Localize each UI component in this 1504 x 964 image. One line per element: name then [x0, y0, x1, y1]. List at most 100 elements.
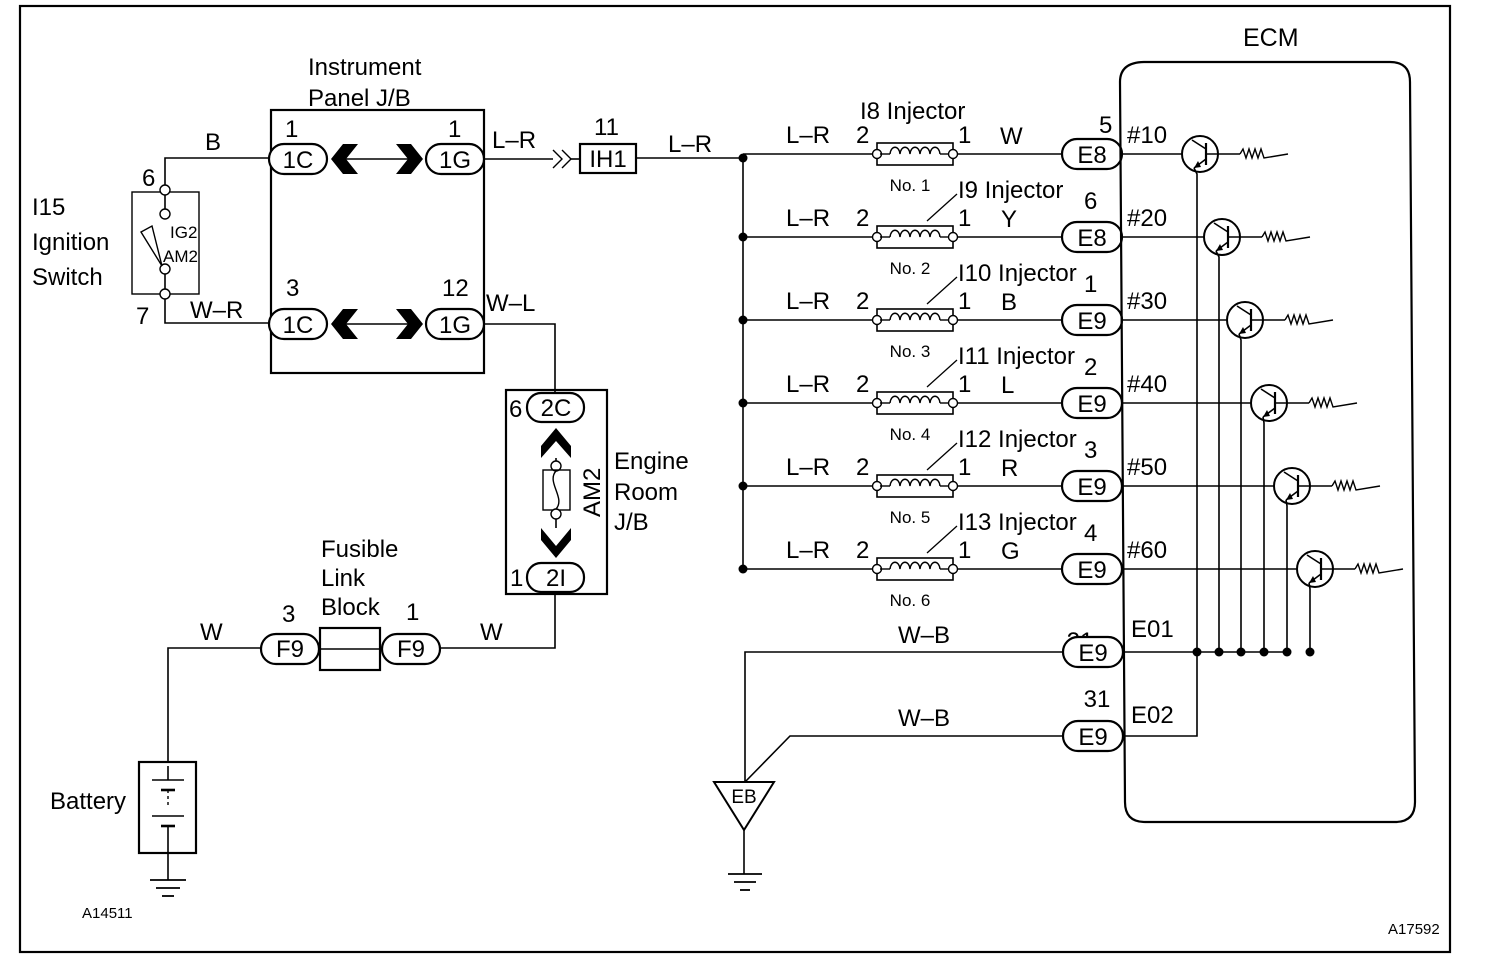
- ecm-transistors: [1181, 135, 1404, 657]
- connector-arrow-icon: [331, 309, 358, 339]
- ecm: ECM: [1118, 24, 1417, 824]
- ecm-signal-label: #60: [1127, 537, 1167, 564]
- injector-pin-out: 1: [958, 122, 971, 149]
- ignition-switch-label-2: Switch: [32, 264, 103, 291]
- fusible-left-connector: F9: [276, 636, 304, 663]
- injector-name: I13 Injector: [958, 509, 1077, 536]
- ignition-switch-label-1: Ignition: [32, 229, 109, 256]
- e02-connector: E9: [1078, 724, 1107, 751]
- battery-icon: [152, 766, 184, 853]
- connector-arrow-icon: [541, 428, 571, 458]
- fusible-title-2: Link: [321, 565, 366, 592]
- e02-label: E02: [1131, 702, 1174, 729]
- injector-number: No. 6: [890, 591, 931, 610]
- engine-room-top-pin: 6: [509, 396, 522, 423]
- injector-number: No. 4: [890, 425, 931, 444]
- ecm-connector: E8: [1077, 142, 1106, 169]
- fusible-link-block: Fusible Link Block 3 1 F9 F9: [259, 536, 442, 672]
- ecm-pin: 4: [1084, 520, 1097, 547]
- injector-pin-in: 2: [856, 537, 869, 564]
- jb-connector-1g-bottom: 1G: [439, 312, 471, 339]
- injector-coil-icon: [871, 308, 959, 332]
- jb-pin-1g-top: 1: [448, 116, 461, 143]
- battery-ground-icon: [150, 853, 186, 897]
- wire-color-w-r: W–R: [190, 297, 243, 324]
- injector-pin-out: 1: [958, 205, 971, 232]
- injector-name: I11 Injector: [958, 343, 1075, 370]
- engine-room-title-3: J/B: [614, 509, 649, 536]
- transistor-icon: [1296, 550, 1404, 657]
- ecm-pin: 3: [1084, 437, 1097, 464]
- injector-wire-in: L–R: [786, 537, 830, 564]
- fusible-title-3: Block: [321, 594, 381, 621]
- injector-pin-out: 1: [958, 371, 971, 398]
- ecm-connector: E9: [1077, 557, 1106, 584]
- injector-wire-out: G: [1001, 538, 1020, 565]
- engine-room-title-1: Engine: [614, 448, 689, 475]
- injector-coil-icon: [871, 557, 959, 581]
- fusible-right-pin: 1: [406, 599, 419, 626]
- injector-pin-in: 2: [856, 371, 869, 398]
- ecm-pin: 2: [1084, 354, 1097, 381]
- wire-color-w-left: W: [200, 619, 223, 646]
- injector-wire-in: L–R: [786, 371, 830, 398]
- jb-pin-1c-bottom: 3: [286, 275, 299, 302]
- ecm-pin: 1: [1084, 271, 1097, 298]
- wire-color-w-b-1: W–B: [898, 622, 950, 649]
- ignition-pin-6: 6: [142, 165, 155, 192]
- wire-color-w-right: W: [480, 619, 503, 646]
- fusible-title-1: Fusible: [321, 536, 398, 563]
- injector-pin-in: 2: [856, 288, 869, 315]
- injector-name: I9 Injector: [958, 177, 1063, 204]
- transistor-icon: [1226, 301, 1334, 657]
- ih1-pin: 11: [594, 114, 619, 141]
- ecm-ground-wiring: 21 E9 E01 31 E9 E02 W–B W–B EB: [712, 616, 1288, 891]
- injector-coil-icon: [871, 474, 959, 498]
- instrument-panel-jb: Instrument Panel J/B 1 1C 1 1G 3 1C 12 1…: [267, 54, 486, 375]
- ecm-connector: E8: [1077, 225, 1106, 252]
- injector-pin-in: 2: [856, 205, 869, 232]
- transistor-icon: [1181, 135, 1289, 657]
- am2-label-switch: AM2: [163, 247, 198, 266]
- instrument-panel-title-2: Panel J/B: [308, 85, 411, 112]
- ecm-signal-label: #30: [1127, 288, 1167, 315]
- ih1-label: IH1: [589, 146, 626, 173]
- engine-room-connector-2i: 2I: [546, 565, 566, 592]
- ignition-pin-7: 7: [136, 303, 149, 330]
- injector-wire-out: W: [1000, 123, 1023, 150]
- wire-color-b: B: [205, 129, 221, 156]
- injector-pin-out: 1: [958, 537, 971, 564]
- injector-number: No. 1: [890, 176, 931, 195]
- ecm-signal-label: #10: [1127, 122, 1167, 149]
- connector-chevron-icon: [561, 149, 572, 169]
- wire-color-w-l: W–L: [486, 290, 535, 317]
- wire-color-l-r-1: L–R: [492, 127, 536, 154]
- am2-fuse-label: AM2: [579, 468, 606, 517]
- ignition-switch: I15 Ignition Switch 6 7 IG2 AM2: [32, 165, 200, 330]
- ecm-connector: E9: [1077, 474, 1106, 501]
- e02-pin: 31: [1084, 686, 1111, 713]
- transistor-icon: [1250, 384, 1358, 657]
- battery: Battery: [50, 760, 198, 897]
- injector-wire-out: L: [1001, 372, 1014, 399]
- jb-pin-1g-bottom: 12: [442, 275, 469, 302]
- left-figure-code: A14511: [82, 905, 133, 922]
- connector-arrow-icon: [541, 528, 571, 558]
- ground-point-eb: EB: [712, 781, 776, 891]
- connector-arrow-icon: [396, 144, 423, 174]
- injector-wire-out: Y: [1001, 206, 1017, 233]
- injector-number: No. 3: [890, 342, 931, 361]
- injector-wire-out: R: [1001, 455, 1018, 482]
- connector-arrow-icon: [396, 309, 423, 339]
- injector-pin-out: 1: [958, 288, 971, 315]
- injector-wire-out: B: [1001, 289, 1017, 316]
- injector-name: I10 Injector: [958, 260, 1077, 287]
- diagram-frame: [18, 4, 1452, 954]
- engine-room-connector-2c: 2C: [541, 395, 572, 422]
